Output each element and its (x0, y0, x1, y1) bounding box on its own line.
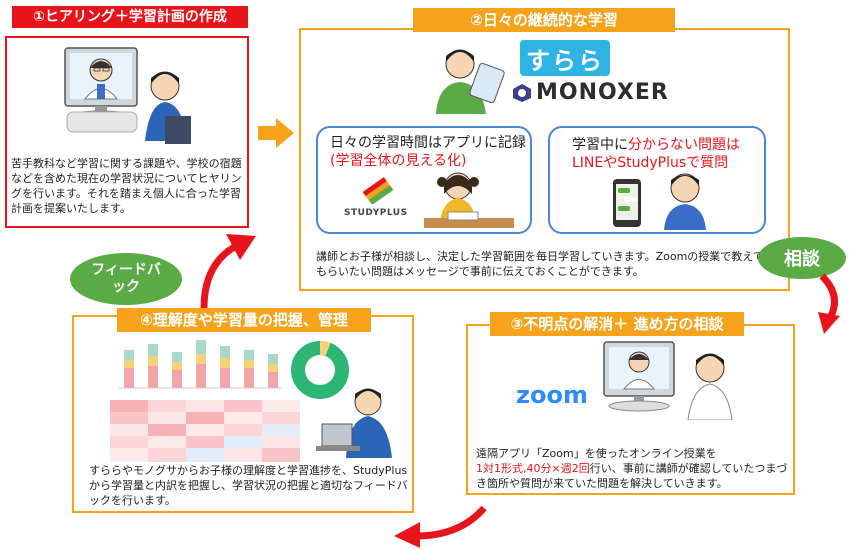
girl-studying-illustration (424, 172, 514, 228)
record-app-card: 日々の学習時間はアプリに記録 (学習全体の見える化) STUDYPLUS (316, 126, 532, 234)
step3-text-red: 1対1形式,40分×週2回 (476, 462, 590, 475)
arrow-curve-down-right-icon (818, 273, 840, 334)
step4-text: すららやモノグサからお子様の理解度と学習進捗を、StudyPlusから学習量と内… (89, 464, 408, 507)
studyplus-logo: STUDYPLUS (344, 208, 408, 218)
step3-text-pre: 遠隔アプリ「Zoom」を使ったオンライン授業を (476, 447, 717, 460)
surara-logo: すらら (520, 40, 610, 76)
record-app-line1: 日々の学習時間はアプリに記録 (330, 135, 526, 151)
monoxer-logo: monoxer (512, 80, 669, 105)
question-line2: LINEやStudyPlusで質問 (572, 155, 729, 171)
step4-title: ④理解度や学習量の把握、管理 (117, 308, 371, 332)
boy-tablet-illustration (436, 49, 505, 114)
record-app-line2: (学習全体の見える化) (330, 153, 467, 169)
question-line1-pre: 学習中に (572, 137, 628, 153)
arrow-right-icon (258, 118, 294, 148)
step3-title: ③不明点の解消＋ 進め方の相談 (490, 312, 744, 336)
arrow-curve-up-icon (200, 234, 256, 309)
feedback-bubble: フィードバック (70, 253, 182, 305)
question-line1: 学習中に分からない問題は (572, 136, 740, 154)
smartphone-chat-icon (613, 179, 641, 227)
step3-text: 遠隔アプリ「Zoom」を使ったオンライン授業を 1対1形式,40分×週2回行い、事… (476, 446, 788, 491)
heatmap-table-thumbnail (110, 400, 300, 462)
zoom-logo: zoom (516, 381, 588, 409)
zoom-lesson-illustration (603, 341, 733, 420)
step3-text-post: 行い、事前に講師が確認していたつまづき箇所や質問が来ていた問題を解決していきます… (476, 462, 788, 490)
question-line1-red: 分からない問題は (628, 137, 740, 153)
step1-text: 苦手教科など学習に関する課題や、学校の宿題などを含めた現在の学習状況についてヒヤ… (11, 157, 242, 215)
pencil-icon (362, 177, 394, 204)
monoxer-logo-text: monoxer (536, 80, 669, 105)
boy-thinking-illustration (664, 173, 706, 230)
consult-bubble-text: 相談 (784, 249, 820, 270)
feedback-bubble-text: フィードバック (91, 262, 161, 295)
progress-chart-thumbnail (118, 340, 282, 389)
monoxer-mark-icon (513, 83, 531, 102)
donut-chart-thumbnail (291, 340, 349, 399)
step2-title: ②日々の継続的な学習 (413, 8, 675, 32)
step1-box: 苦手教科など学習に関する課題や、学校の宿題などを含めた現在の学習状況についてヒヤ… (5, 36, 249, 228)
step2-text: 講師とお子様が相談し、決定した学習範囲を毎日学習していきます。Zoomの授業で教… (316, 250, 764, 278)
consult-bubble: 相談 (758, 237, 846, 279)
step1-title: ①ヒアリング＋学習計画の作成 (12, 6, 248, 28)
surara-logo-text: すらら (526, 46, 604, 75)
online-lesson-illustration (64, 47, 191, 144)
question-line-card: 学習中に分からない問題は LINEやStudyPlusで質問 (548, 126, 766, 234)
man-laptop-illustration (316, 388, 392, 458)
arrow-curve-left-icon (394, 505, 487, 548)
